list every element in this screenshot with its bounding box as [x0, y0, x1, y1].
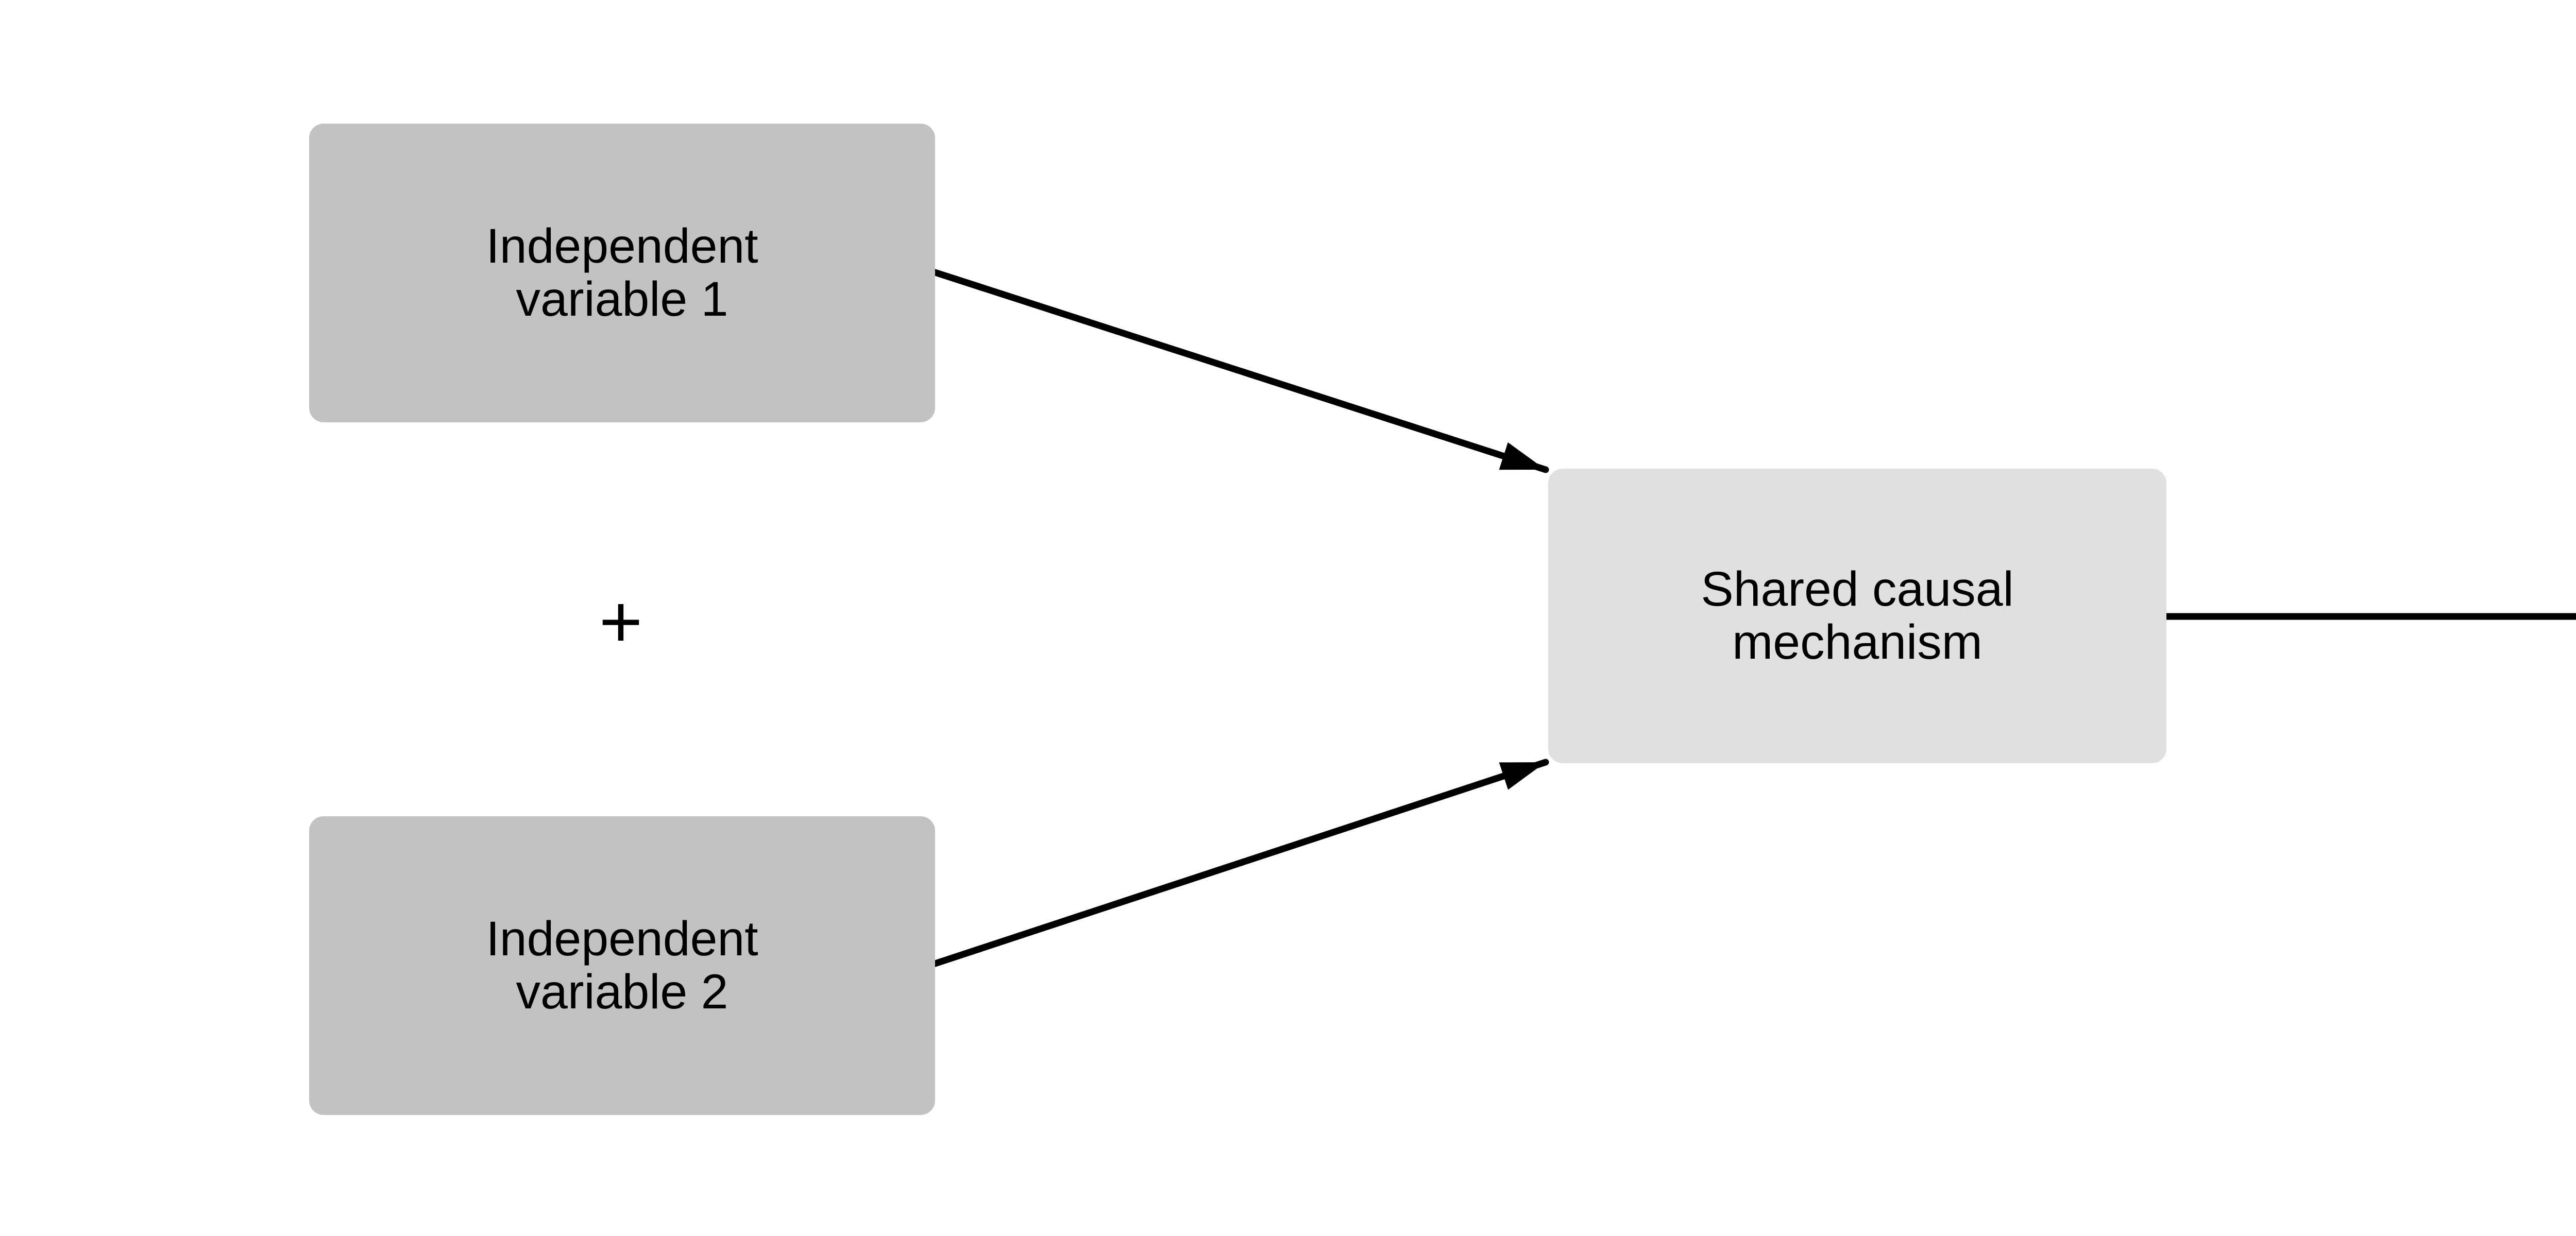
node-independent-variable-1: Independent variable 1: [309, 124, 935, 422]
node-shared-causal-mechanism-label: Shared causal mechanism: [1701, 562, 2014, 670]
edge-iv2-to-mechanism: [930, 759, 1549, 968]
node-independent-variable-2: Independent variable 2: [309, 816, 935, 1115]
node-shared-causal-mechanism: Shared causal mechanism: [1548, 469, 2166, 763]
plus-operator: +: [599, 579, 643, 663]
edge-iv1-to-mechanism: [930, 268, 1549, 473]
node-independent-variable-2-label: Independent variable 2: [486, 912, 758, 1019]
node-independent-variable-1-label: Independent variable 1: [486, 219, 758, 327]
